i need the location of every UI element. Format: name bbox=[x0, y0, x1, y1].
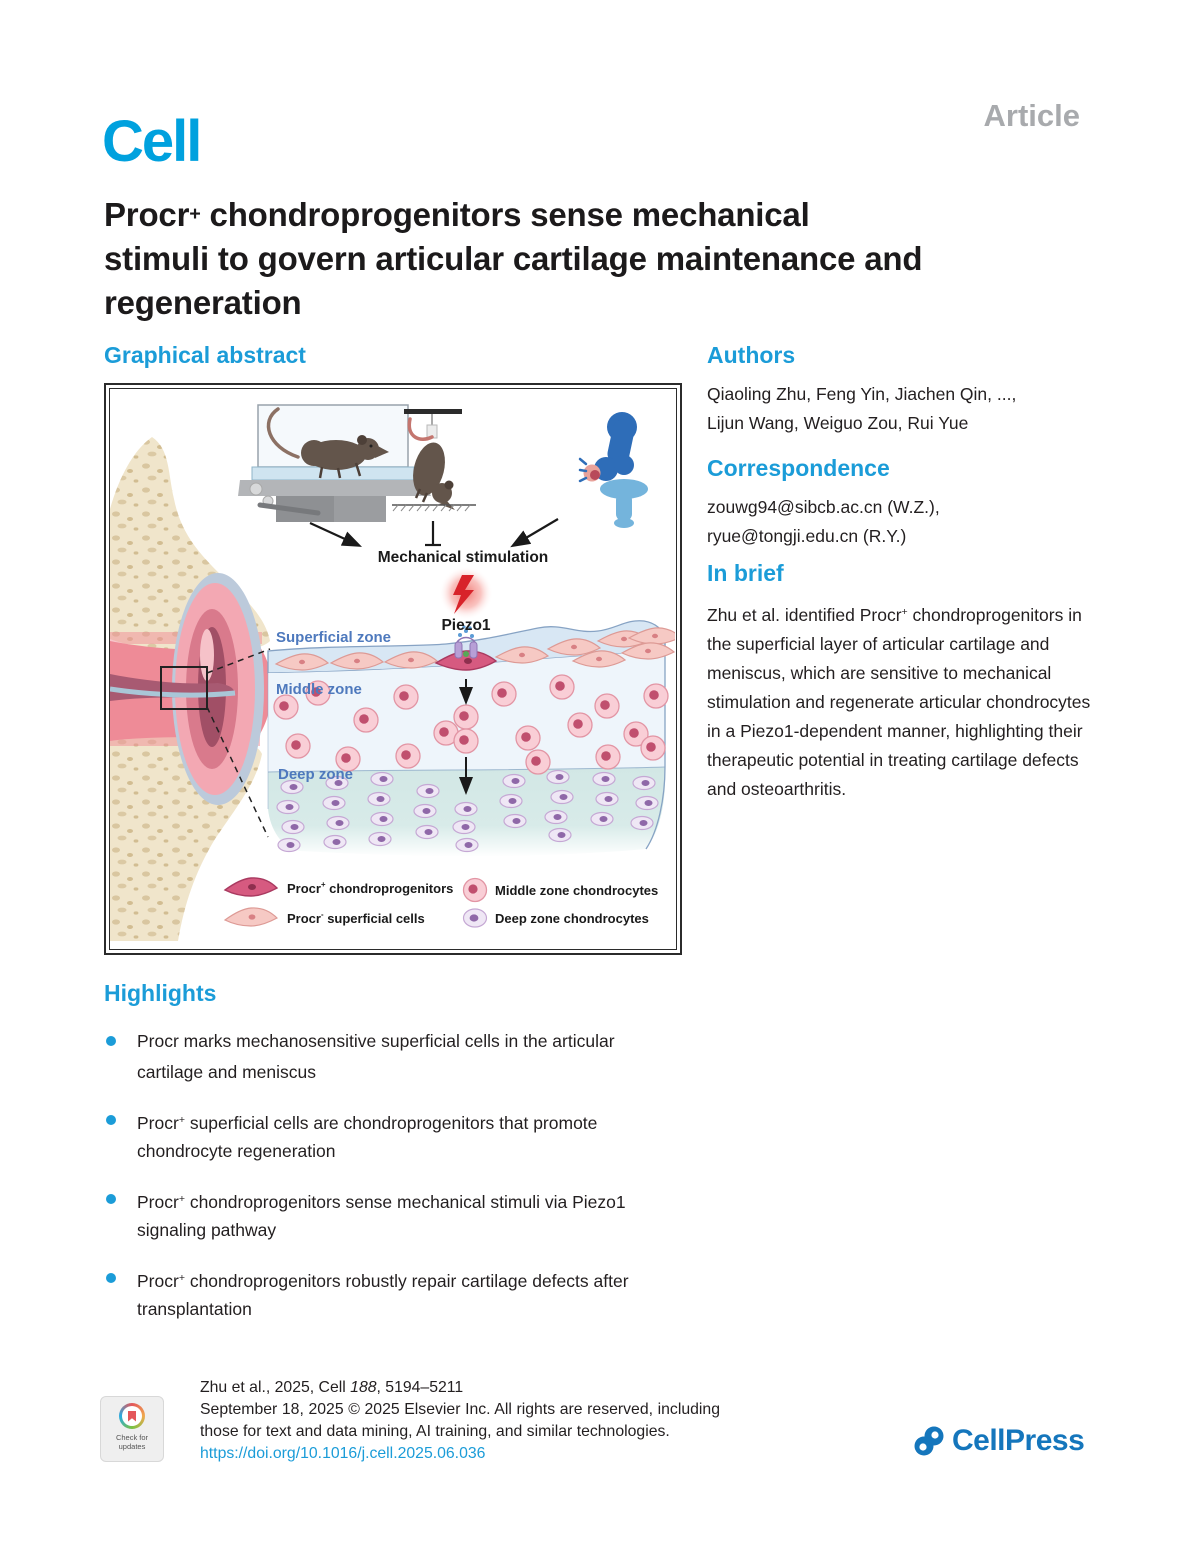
knee-joint-icon bbox=[578, 412, 648, 528]
check-for-updates-icon bbox=[119, 1403, 145, 1429]
graphical-abstract-art bbox=[110, 404, 675, 941]
graphical-abstract-figure: Mechanical stimulation Piezo1 Superficia… bbox=[104, 383, 682, 955]
bullet-icon bbox=[106, 1115, 116, 1125]
bullet-icon bbox=[106, 1194, 116, 1204]
cellpress-mark-icon bbox=[914, 1426, 944, 1456]
graphical-abstract-canvas: Mechanical stimulation Piezo1 Superficia… bbox=[109, 388, 677, 950]
cellpress-wordmark: CellPress bbox=[952, 1424, 1085, 1457]
piezo1-channel-icon bbox=[454, 625, 478, 659]
doi-link[interactable]: https://doi.org/10.1016/j.cell.2025.06.0… bbox=[200, 1445, 486, 1462]
citation-line: Zhu et al., 2025, Cell 188, 5194–5211 bbox=[200, 1379, 464, 1396]
highlight-text: Procr+ superficial cells are chondroprog… bbox=[137, 1113, 598, 1161]
title-line-3: regeneration bbox=[104, 284, 302, 321]
graphical-abstract-heading: Graphical abstract bbox=[104, 342, 306, 368]
title-line-1: Procr+ chondroprogenitors sense mechanic… bbox=[104, 196, 810, 233]
cellpress-logo: CellPress bbox=[912, 1424, 1085, 1458]
legend-label: Deep zone chondrocytes bbox=[495, 910, 649, 926]
copyright-text: September 18, 2025 © 2025 Elsevier Inc. … bbox=[200, 1401, 720, 1440]
deep-chondrocyte-icon bbox=[462, 908, 488, 928]
legend-item-procr-positive: Procr+ chondroprogenitors bbox=[222, 877, 453, 899]
bullet-icon bbox=[106, 1273, 116, 1283]
legend-label: Middle zone chondrocytes bbox=[495, 882, 659, 898]
procr-positive-cell-icon bbox=[223, 877, 279, 897]
correspondence-email-2[interactable]: ryue@tongji.edu.cn (R.Y.) bbox=[707, 526, 907, 546]
bookmark-icon bbox=[128, 1410, 136, 1422]
highlights-section: Highlights Procr marks mechanosensitive … bbox=[104, 980, 689, 1323]
in-brief-heading: In brief bbox=[707, 560, 784, 586]
correspondence-email-1[interactable]: zouwg94@sibcb.ac.cn (W.Z.), bbox=[707, 497, 940, 517]
stimulation-arrows bbox=[309, 518, 559, 548]
highlight-text: Procr+ chondroprogenitors sense mechanic… bbox=[137, 1192, 626, 1240]
lightning-icon bbox=[439, 566, 493, 620]
legend-item-procr-negative: Procr- superficial cells bbox=[222, 907, 425, 929]
authors-line-1: Qiaoling Zhu, Feng Yin, Jiachen Qin, ...… bbox=[707, 384, 1017, 404]
correspondence-heading: Correspondence bbox=[707, 455, 890, 481]
article-type-label: Article bbox=[983, 98, 1080, 133]
highlight-item-1: Procr marks mechanosensitive superficial… bbox=[104, 1027, 689, 1086]
middle-zone-label: Middle zone bbox=[276, 681, 362, 698]
joint-cross-section-illustration bbox=[110, 437, 272, 941]
highlights-heading: Highlights bbox=[104, 980, 217, 1006]
legend-item-middle-chondrocyte: Middle zone chondrocytes bbox=[462, 877, 658, 903]
highlight-item-2: Procr+ superficial cells are chondroprog… bbox=[104, 1106, 689, 1165]
middle-chondrocyte-icon bbox=[462, 877, 488, 903]
authors-heading: Authors bbox=[707, 342, 796, 368]
citation-block: Zhu et al., 2025, Cell 188, 5194–5211 Se… bbox=[200, 1377, 720, 1465]
highlight-text: Procr+ chondroprogenitors robustly repai… bbox=[137, 1271, 629, 1319]
highlight-item-3: Procr+ chondroprogenitors sense mechanic… bbox=[104, 1185, 689, 1244]
authors-line-2: Lijun Wang, Weiguo Zou, Rui Yue bbox=[707, 413, 969, 433]
tail-suspension-mouse-icon bbox=[392, 409, 476, 512]
mechanical-stimulation-label: Mechanical stimulation bbox=[377, 549, 549, 566]
page-title: Procr+ chondroprogenitors sense mechanic… bbox=[104, 192, 1114, 325]
legend-label: Procr+ chondroprogenitors bbox=[287, 880, 454, 896]
piezo1-label: Piezo1 bbox=[441, 617, 491, 634]
correspondence-emails: zouwg94@sibcb.ac.cn (W.Z.), ryue@tongji.… bbox=[707, 493, 1103, 551]
in-brief-text: Zhu et al. identified Procr+ chondroprog… bbox=[707, 605, 1091, 799]
legend-label: Procr- superficial cells bbox=[287, 910, 425, 926]
procr-negative-cell-icon bbox=[223, 907, 278, 927]
zoom-region-square bbox=[160, 648, 271, 838]
deep-zone-label: Deep zone bbox=[278, 766, 354, 783]
cell-journal-logo: Cell bbox=[102, 109, 202, 174]
treadmill-mouse-icon bbox=[238, 404, 431, 522]
superficial-zone-label: Superficial zone bbox=[276, 629, 392, 646]
bullet-icon bbox=[106, 1036, 116, 1046]
authors-names: Qiaoling Zhu, Feng Yin, Jiachen Qin, ...… bbox=[707, 380, 1103, 438]
highlight-item-4: Procr+ chondroprogenitors robustly repai… bbox=[104, 1264, 689, 1323]
highlight-text: Procr marks mechanosensitive superficial… bbox=[137, 1031, 615, 1082]
legend-item-deep-chondrocyte: Deep zone chondrocytes bbox=[462, 907, 649, 929]
title-line-2: stimuli to govern articular cartilage ma… bbox=[104, 240, 923, 277]
